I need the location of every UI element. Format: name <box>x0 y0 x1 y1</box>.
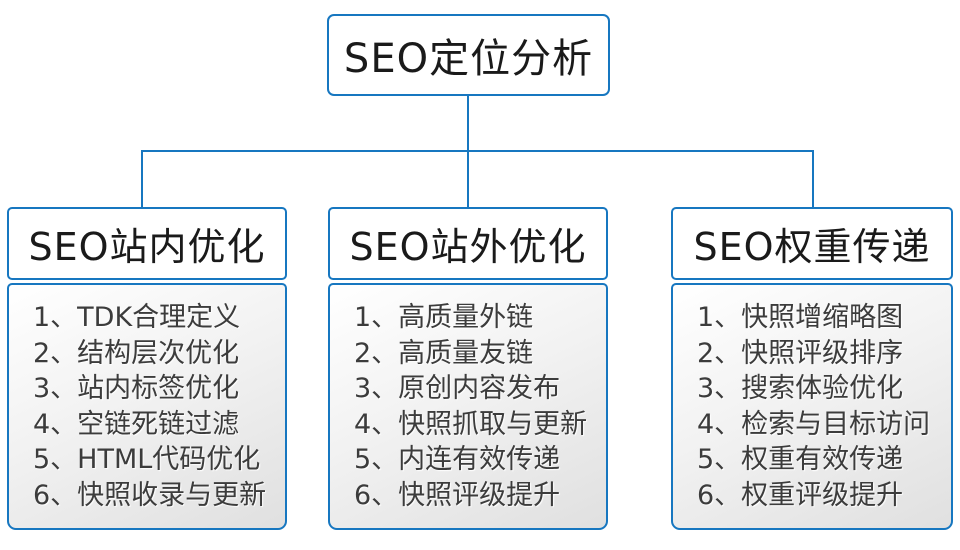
branch-onsite-optimization: SEO站内优化 1、TDK合理定义 2、结构层次优化 3、站内标签优化 4、空链… <box>7 207 287 530</box>
list-item: 5、内连有效传递 <box>354 444 561 475</box>
list-item: 2、结构层次优化 <box>33 337 240 369</box>
connector-drop-middle <box>467 150 469 208</box>
list-item: 4、快照抓取与更新 <box>354 408 588 440</box>
list-item: 1、快照增缩略图 <box>697 302 904 333</box>
list-item: 3、原创内容发布 <box>354 373 561 404</box>
branch-title-onsite: SEO站内优化 <box>7 207 287 280</box>
root-node-seo-positioning: SEO定位分析 <box>327 14 610 96</box>
branch-weight-transfer: SEO权重传递 1、快照增缩略图 2、快照评级排序 3、搜索体验优化 4、检索与… <box>671 207 953 530</box>
connector-drop-right <box>812 150 814 208</box>
branch-title-offsite: SEO站外优化 <box>328 207 608 280</box>
list-item: 6、快照收录与更新 <box>33 479 267 511</box>
list-item: 6、快照评级提升 <box>354 479 561 511</box>
branch-list-onsite: 1、TDK合理定义 2、结构层次优化 3、站内标签优化 4、空链死链过滤 5、H… <box>7 283 287 530</box>
list-item: 1、TDK合理定义 <box>33 302 241 333</box>
list-item: 2、快照评级排序 <box>697 337 904 369</box>
list-item: 3、站内标签优化 <box>33 373 240 404</box>
connector-root-vertical <box>467 96 469 151</box>
branch-list-weight: 1、快照增缩略图 2、快照评级排序 3、搜索体验优化 4、检索与目标访问 5、权… <box>671 283 953 530</box>
connector-drop-left <box>141 150 143 208</box>
connector-horizontal-bus <box>141 150 814 152</box>
list-item: 3、搜索体验优化 <box>697 373 904 404</box>
list-item: 6、权重评级提升 <box>697 479 904 511</box>
list-item: 5、HTML代码优化 <box>33 444 261 475</box>
list-item: 4、空链死链过滤 <box>33 408 240 440</box>
list-item: 4、检索与目标访问 <box>697 408 931 440</box>
branch-offsite-optimization: SEO站外优化 1、高质量外链 2、高质量友链 3、原创内容发布 4、快照抓取与… <box>328 207 608 530</box>
branch-title-weight: SEO权重传递 <box>671 207 953 280</box>
list-item: 1、高质量外链 <box>354 302 534 333</box>
branch-list-offsite: 1、高质量外链 2、高质量友链 3、原创内容发布 4、快照抓取与更新 5、内连有… <box>328 283 608 530</box>
list-item: 5、权重有效传递 <box>697 444 904 475</box>
list-item: 2、高质量友链 <box>354 337 534 369</box>
